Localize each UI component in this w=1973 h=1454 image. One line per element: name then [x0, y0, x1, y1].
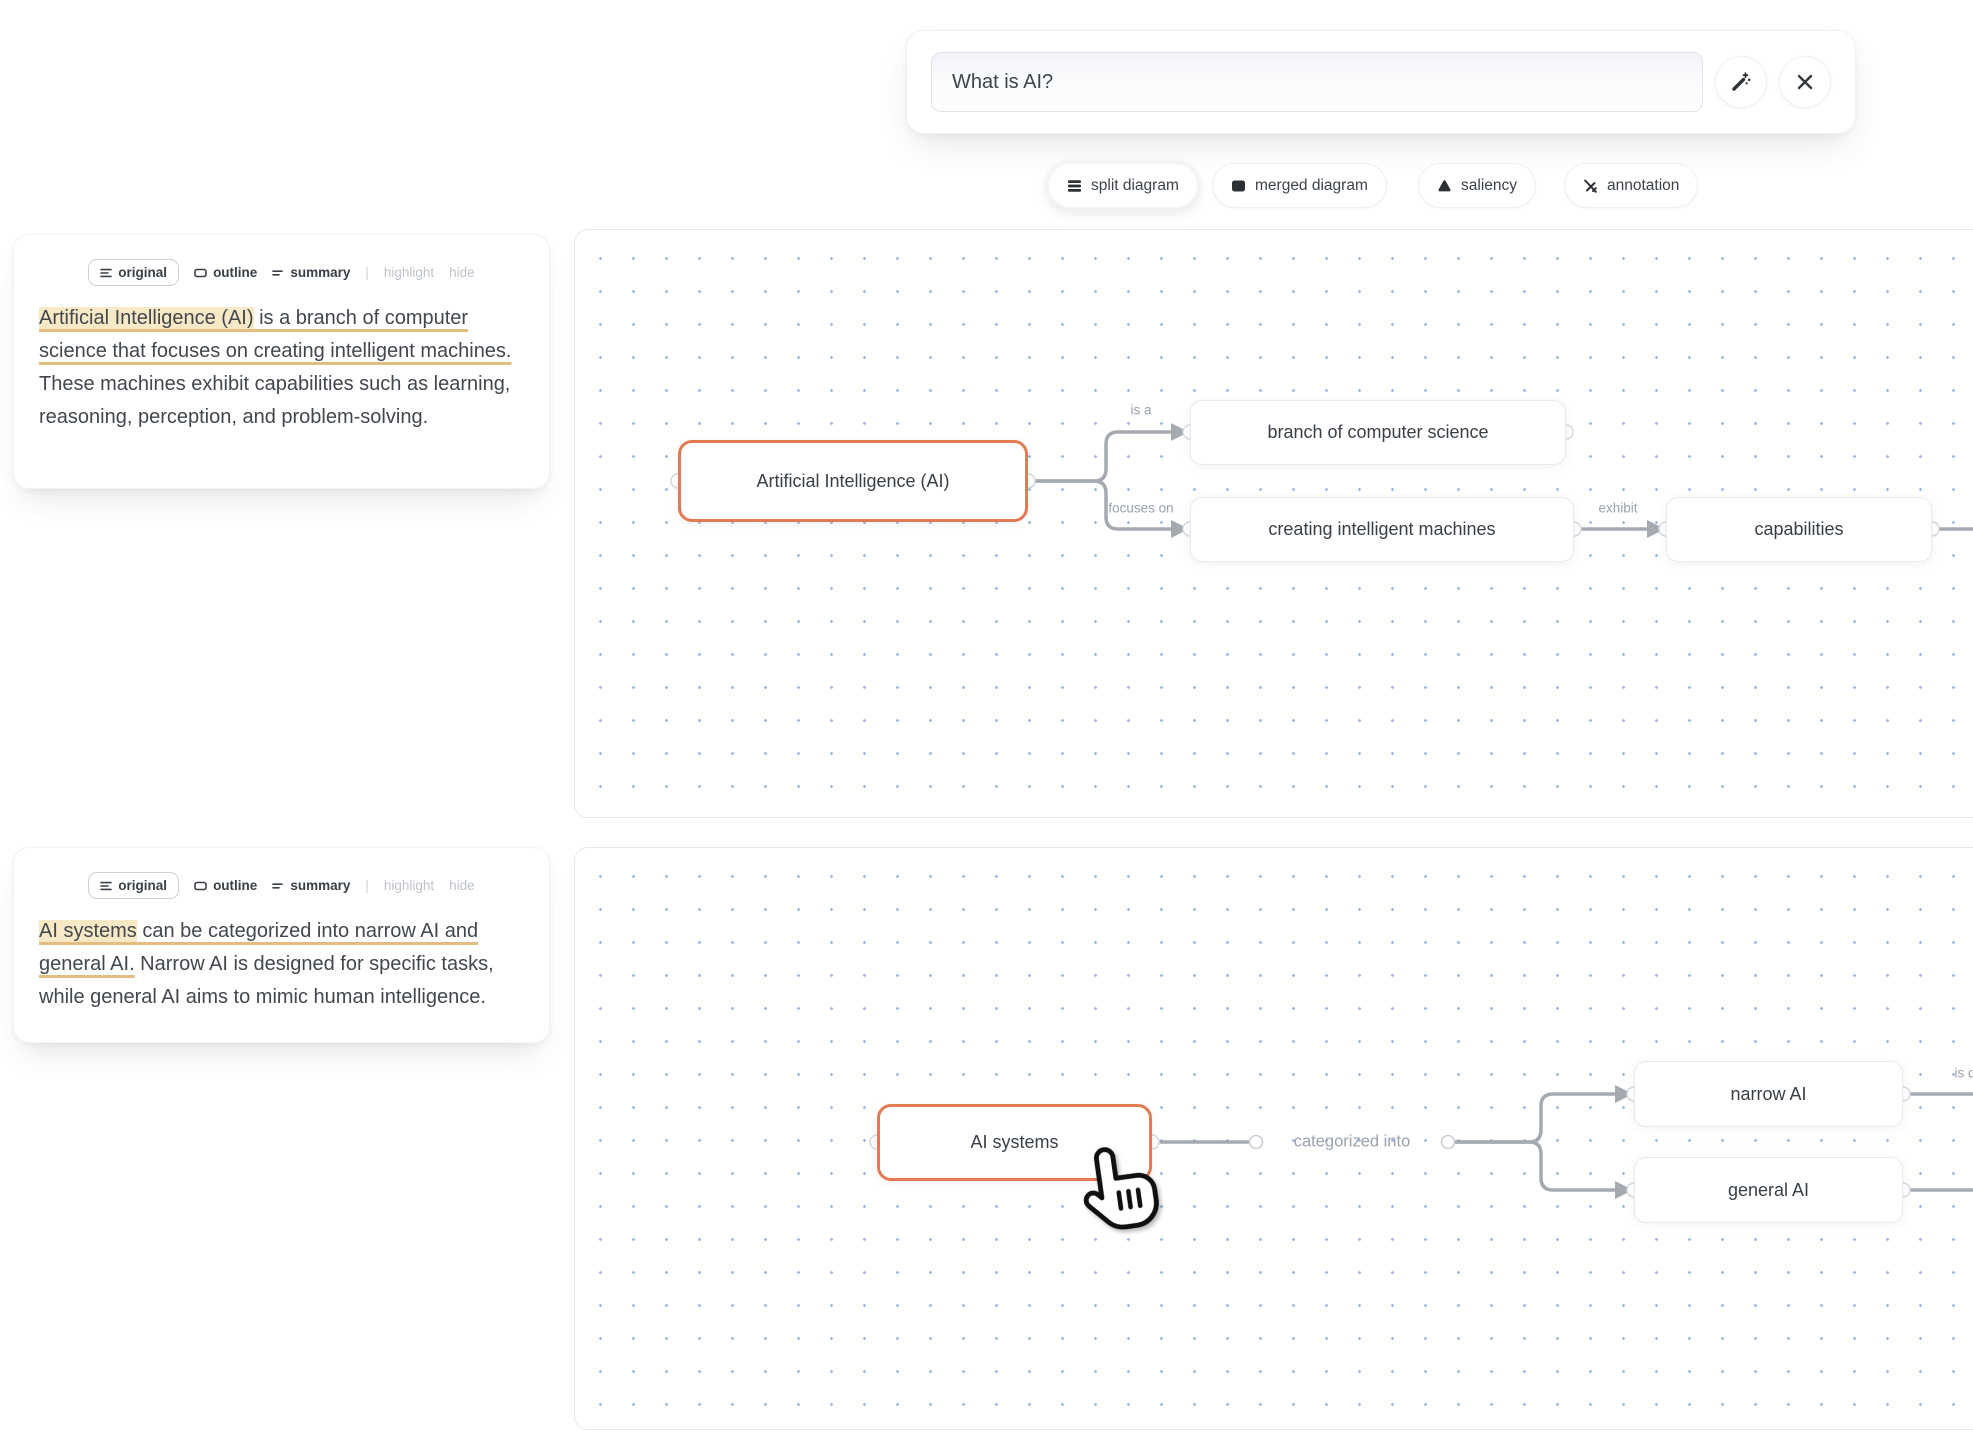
card-view-tabs: original outline summary | highlight hid…	[39, 259, 524, 286]
tabs-separator: |	[365, 878, 369, 893]
highlighted-phrase[interactable]: Artificial Intelligence (AI)	[39, 307, 254, 329]
tab-hide[interactable]: hide	[449, 265, 475, 280]
edges-layer	[869, 1085, 1973, 1199]
short-lines-icon	[272, 269, 284, 276]
rectangle-outline-icon	[194, 268, 207, 277]
diagram-panel-2[interactable]: AI systems narrow AI general AI categori…	[574, 847, 1973, 1430]
underlined-phrase[interactable]: can be categorized into narrow AI and ge…	[39, 920, 479, 975]
triangle-icon	[1438, 179, 1451, 191]
source-paragraph: Artificial Intelligence (AI) is a branch…	[39, 302, 524, 434]
tab-summary[interactable]: summary	[272, 878, 350, 893]
magic-wand-icon	[1732, 72, 1751, 91]
chip-label: saliency	[1461, 176, 1517, 194]
node-label: capabilities	[1754, 519, 1844, 539]
tab-original[interactable]: original	[88, 872, 180, 899]
tab-outline[interactable]: outline	[194, 878, 257, 893]
node-creating-intelligent-machines[interactable]: creating intelligent machines	[1190, 497, 1574, 562]
highlighted-phrase[interactable]: AI systems	[39, 920, 137, 942]
chip-merged-diagram[interactable]: merged diagram	[1212, 163, 1387, 208]
node-artificial-intelligence[interactable]: Artificial Intelligence (AI)	[678, 440, 1028, 522]
close-search-button[interactable]	[1779, 56, 1831, 108]
tab-highlight[interactable]: highlight	[383, 878, 435, 893]
node-general-ai[interactable]: general AI	[1634, 1157, 1903, 1223]
chip-label: merged diagram	[1255, 176, 1368, 194]
node-label: Artificial Intelligence (AI)	[756, 470, 950, 491]
chip-split-diagram[interactable]: split diagram	[1048, 163, 1198, 208]
tab-highlight[interactable]: highlight	[383, 265, 435, 280]
node-branch-of-computer-science[interactable]: branch of computer science	[1190, 400, 1566, 465]
chip-annotation[interactable]: annotation	[1564, 163, 1699, 208]
tab-outline[interactable]: outline	[194, 265, 257, 280]
node-ai-systems[interactable]: AI systems	[877, 1104, 1152, 1181]
node-label: narrow AI	[1730, 1083, 1807, 1104]
rows-icon	[1068, 179, 1081, 192]
tabs-separator: |	[365, 265, 369, 280]
search-input[interactable]	[931, 52, 1703, 112]
source-text-card-1: original outline summary | highlight hid…	[13, 234, 550, 489]
search-bar	[906, 30, 1856, 134]
tab-summary[interactable]: summary	[272, 265, 350, 280]
close-icon	[1797, 74, 1813, 90]
node-capabilities[interactable]: capabilities	[1666, 497, 1932, 562]
source-paragraph: AI systems can be categorized into narro…	[39, 915, 524, 1014]
rectangle-outline-icon	[194, 881, 207, 890]
text-lines-icon	[100, 268, 113, 277]
text-lines-icon	[100, 881, 113, 890]
chip-label: split diagram	[1091, 176, 1179, 194]
diagram-panel-1[interactable]: Artificial Intelligence (AI) branch of c…	[574, 229, 1973, 818]
edge-junction[interactable]	[1440, 1134, 1456, 1150]
node-label: creating intelligent machines	[1268, 519, 1496, 539]
source-text-card-2: original outline summary | highlight hid…	[13, 847, 550, 1043]
plain-text: These machines exhibit capabilities such…	[39, 373, 511, 428]
tab-original[interactable]: original	[88, 259, 180, 286]
underlined-phrase[interactable]: is a branch of computer science that foc…	[39, 307, 512, 362]
chip-saliency[interactable]: saliency	[1418, 163, 1536, 208]
plain-text: Narrow AI is designed for specific tasks…	[39, 953, 494, 1008]
filled-square-icon	[1232, 180, 1245, 191]
tab-hide[interactable]: hide	[449, 878, 475, 893]
pen-slash-icon	[1584, 179, 1597, 193]
card-view-tabs: original outline summary | highlight hid…	[39, 872, 524, 899]
node-label: branch of computer science	[1267, 422, 1489, 442]
node-label: AI systems	[970, 1132, 1059, 1152]
node-label: general AI	[1727, 1179, 1810, 1200]
magic-wand-button[interactable]	[1715, 56, 1767, 108]
node-narrow-ai[interactable]: narrow AI	[1634, 1061, 1903, 1127]
chip-label: annotation	[1607, 176, 1680, 194]
edge-junction[interactable]	[1248, 1134, 1264, 1150]
short-lines-icon	[272, 882, 284, 889]
